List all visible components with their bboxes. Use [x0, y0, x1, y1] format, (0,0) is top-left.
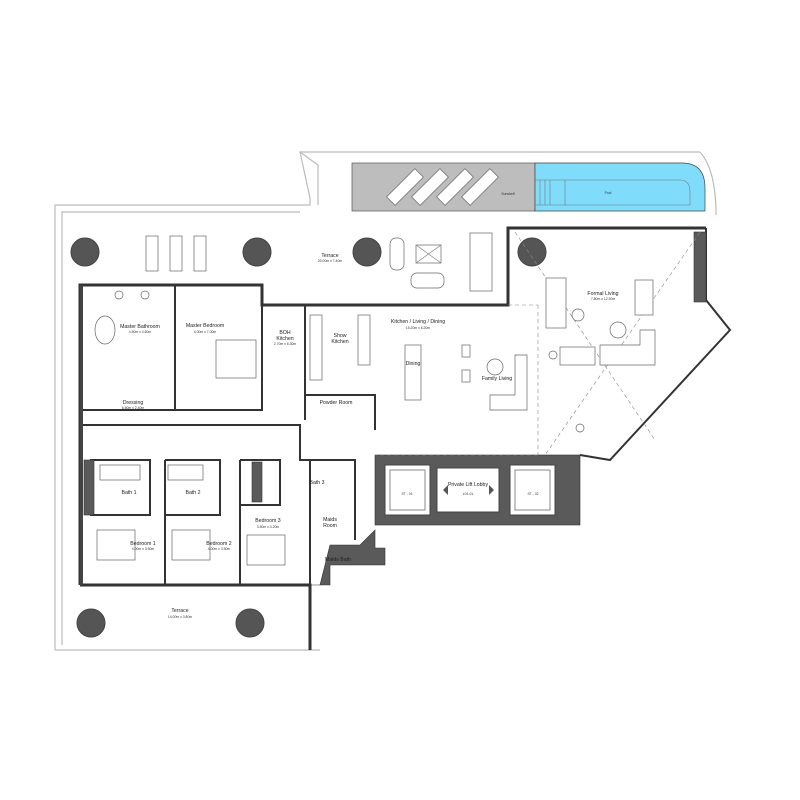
room-dims: 14.00m x 3.80m — [168, 615, 192, 619]
lift-arrow-left-icon — [443, 485, 448, 495]
zone-lines — [375, 231, 701, 456]
pool-label: Pool — [605, 191, 612, 195]
room-dims: 4.00m x 3.50m — [132, 547, 155, 551]
room-code: L01-01 — [463, 492, 474, 496]
room-label: ST - 01 — [401, 492, 412, 496]
room-labels: Terrace 20.00m x 7.40m Master Bathroom 4… — [120, 253, 619, 619]
room-dims: 4.50m x 4.60m — [129, 330, 152, 334]
room-label: Kitchen — [276, 336, 293, 342]
room-label: Dressing — [123, 400, 144, 406]
room-label: Master Bedroom — [186, 323, 224, 329]
room-label: BOH — [279, 330, 290, 336]
room-label: Dining — [406, 361, 421, 367]
room-dims: 4.00m x 3.50m — [208, 547, 231, 551]
room-label: Kitchen / Living / Dining — [391, 319, 445, 325]
room-label: Show — [334, 333, 347, 339]
room-label: Terrace — [171, 608, 188, 614]
room-dims: 4.00m x 7.00m — [194, 330, 217, 334]
room-dims: 20.00m x 7.40m — [318, 259, 342, 263]
room-label: Bedroom 2 — [206, 541, 231, 547]
furniture — [94, 277, 656, 566]
room-label: Bath 2 — [186, 490, 201, 496]
room-label: Bath 1 — [122, 490, 137, 496]
pool — [534, 162, 706, 212]
room-dims: 3.50m x 4.20m — [257, 525, 280, 529]
room-dims: 7.80m x 12.30m — [591, 297, 615, 301]
room-label: Maids Bath — [325, 557, 351, 563]
room-dims: 2.70m x 6.30m — [274, 342, 297, 346]
room-label: Kitchen — [331, 339, 348, 345]
room-label: Private Lift Lobby — [448, 482, 488, 488]
room-label: Powder Room — [320, 400, 353, 406]
sun-loungers — [386, 168, 499, 206]
room-label: Bedroom 3 — [255, 518, 280, 524]
planters — [70, 237, 547, 638]
lift-arrow-right-icon — [489, 485, 494, 495]
pool-steps — [539, 180, 566, 205]
room-label: Bath 3 — [310, 480, 325, 486]
walls — [78, 226, 732, 650]
terrace-furniture — [145, 232, 493, 292]
room-label: Terrace — [321, 253, 338, 259]
room-dims: 6.50m x 2.40m — [122, 406, 145, 410]
room-label: Family Living — [482, 376, 512, 382]
room-label: Room — [323, 523, 337, 529]
room-label: Master Bathroom — [120, 324, 160, 330]
lift-core — [310, 454, 581, 586]
room-label: Bedroom 1 — [130, 541, 155, 547]
room-label: Formal Living — [587, 291, 618, 297]
terrace-outline — [54, 151, 717, 651]
room-dims: 15.20m x 6.20m — [406, 326, 430, 330]
room-label: ST - 02 — [527, 492, 538, 496]
room-label: Maids — [323, 517, 337, 523]
sunshelf-label: Sunshelf — [501, 192, 514, 196]
